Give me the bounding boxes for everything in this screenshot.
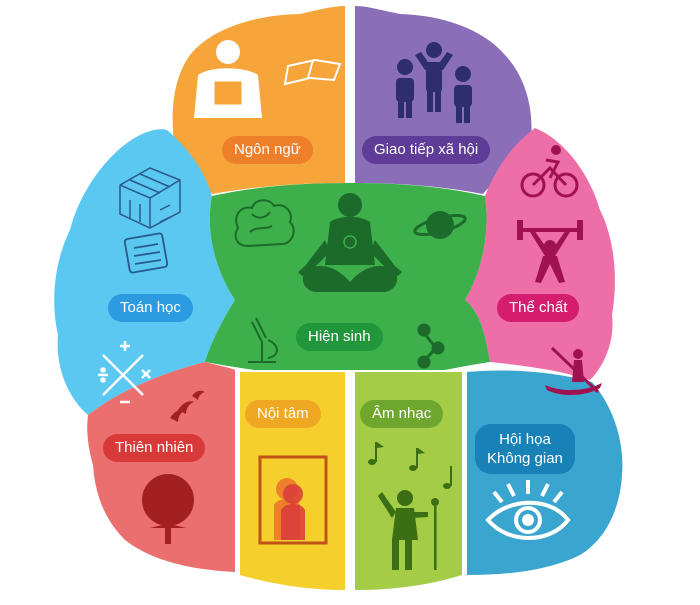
singer-icon: [378, 490, 439, 570]
region-math: [54, 129, 235, 416]
label-social: Giao tiếp xã hội: [362, 136, 491, 164]
label-spatial: Hội họa Không gian: [475, 424, 575, 474]
label-nature: Thiên nhiên: [103, 434, 206, 462]
birds-icon: [170, 390, 205, 422]
label-physical: Thể chất: [497, 294, 580, 322]
region-existential: [205, 183, 490, 370]
planet-icon: [413, 211, 467, 239]
label-intrapersonal: Nội tâm: [245, 400, 321, 428]
open-book-icon: [283, 58, 342, 86]
label-math: Toán học: [108, 294, 193, 322]
meditating-person-icon: [298, 193, 402, 292]
eye-icon: [485, 480, 571, 540]
math-operators-icon: [98, 341, 151, 404]
reading-person-icon: [194, 40, 262, 118]
mirror-self-icon: [258, 455, 328, 545]
group-people-icon: [396, 42, 472, 123]
music-note-icon: [368, 442, 452, 489]
weightlifter-icon: [517, 220, 583, 283]
cyclist-icon: [520, 145, 579, 198]
brain-icon: [234, 199, 295, 248]
label-music: Âm nhạc: [360, 400, 444, 428]
calculator-icon: [123, 232, 169, 274]
label-spatial-line-1: Hội họa: [499, 431, 551, 448]
region-nature: [87, 362, 235, 572]
microscope-icon: [248, 317, 278, 363]
rubik-cube-icon: [119, 167, 181, 229]
tree-icon: [142, 474, 194, 544]
kayaker-icon: [545, 346, 602, 396]
label-language: Ngôn ngữ: [222, 136, 313, 164]
label-existential: Hiện sinh: [296, 323, 383, 351]
label-spatial-line-2: Không gian: [487, 450, 563, 467]
molecule-icon: [417, 323, 445, 369]
